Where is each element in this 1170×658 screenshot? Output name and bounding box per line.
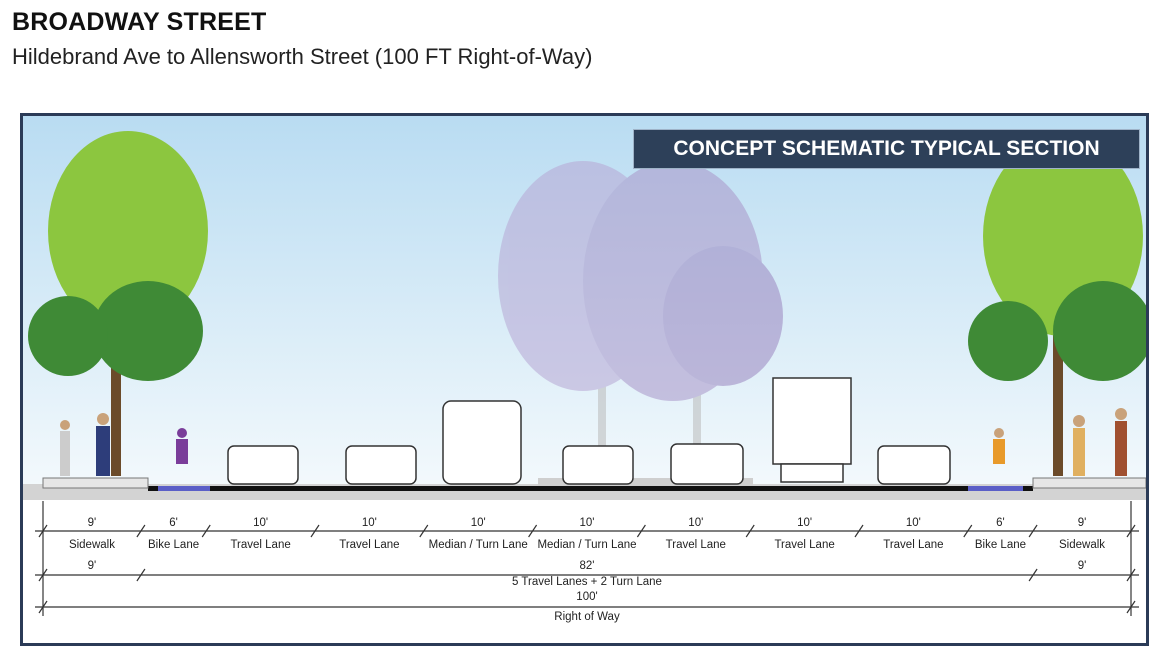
tree-left — [28, 131, 208, 476]
bike-lane-left — [158, 486, 210, 491]
segment-width: 10' — [580, 517, 595, 529]
tree-right — [968, 136, 1146, 476]
dimension-tick — [1126, 600, 1136, 614]
row2-left-width: 9' — [88, 560, 97, 572]
dimension-tick — [963, 524, 973, 538]
dimension-tick — [636, 524, 646, 538]
dimension-tick — [745, 524, 755, 538]
dimension-tick — [1028, 524, 1038, 538]
cross-section-frame: 9' Sidewalk 6' Bike Lane 10' Travel Lane 10' Tr… — [20, 113, 1149, 646]
segment-label: Travel Lane — [883, 539, 943, 551]
segment-label: Travel Lane — [339, 539, 399, 551]
segment-label: Travel Lane — [666, 539, 726, 551]
segment-label: Travel Lane — [774, 539, 834, 551]
dimension-tick — [1126, 524, 1136, 538]
segment-width: 10' — [906, 517, 921, 529]
street-section-illustration: 9' Sidewalk 6' Bike Lane 10' Travel Lane 10' Tr… — [23, 116, 1146, 623]
dimension-tick — [419, 524, 429, 538]
segment-width: 10' — [471, 517, 486, 529]
vehicles — [227, 377, 951, 485]
segment-label: Bike Lane — [148, 539, 199, 551]
dimension-tick — [136, 568, 146, 582]
row3-label: Right of Way — [554, 611, 620, 623]
segment-width: 10' — [688, 517, 703, 529]
median-trees — [498, 161, 783, 481]
segment-label: Median / Turn Lane — [537, 539, 636, 551]
sidewalk-left — [42, 477, 149, 489]
dimension-tick — [38, 600, 48, 614]
row3-width: 100' — [576, 591, 597, 603]
segment-label: Bike Lane — [975, 539, 1026, 551]
road-surface — [148, 486, 1033, 491]
dimension-tick — [854, 524, 864, 538]
row2-right-width: 9' — [1078, 560, 1087, 572]
row2-center-width: 82' — [580, 560, 595, 572]
sidewalk-right — [1032, 477, 1146, 489]
segment-label: Median / Turn Lane — [429, 539, 528, 551]
dimension-tick — [1028, 568, 1038, 582]
segment-width: 6' — [169, 517, 178, 529]
segment-label: Travel Lane — [230, 539, 290, 551]
dimension-tick — [38, 568, 48, 582]
segment-width: 6' — [996, 517, 1005, 529]
page-title: BROADWAY STREET — [12, 8, 267, 36]
segment-width: 10' — [362, 517, 377, 529]
segment-label: Sidewalk — [69, 539, 115, 551]
median — [538, 478, 753, 486]
segment-label: Sidewalk — [1059, 539, 1105, 551]
bike-lane-right — [968, 486, 1023, 491]
dimension-tick — [136, 524, 146, 538]
dimension-tick — [201, 524, 211, 538]
dimension-tick — [1126, 568, 1136, 582]
dimension-tick — [528, 524, 538, 538]
segment-width: 10' — [253, 517, 268, 529]
dimension-lines: 9' Sidewalk 6' Bike Lane 10' Travel Lane 10' Tr… — [35, 501, 1139, 623]
page-subtitle: Hildebrand Ave to Allensworth Street (10… — [12, 44, 593, 69]
pedestrians — [60, 408, 1127, 476]
dimension-tick — [38, 524, 48, 538]
row2-center-label: 5 Travel Lanes + 2 Turn Lane — [512, 576, 662, 588]
section-badge: CONCEPT SCHEMATIC TYPICAL SECTION — [633, 129, 1140, 169]
segment-width: 9' — [1078, 517, 1087, 529]
segment-width: 10' — [797, 517, 812, 529]
segment-width: 9' — [88, 517, 97, 529]
dimension-tick — [310, 524, 320, 538]
